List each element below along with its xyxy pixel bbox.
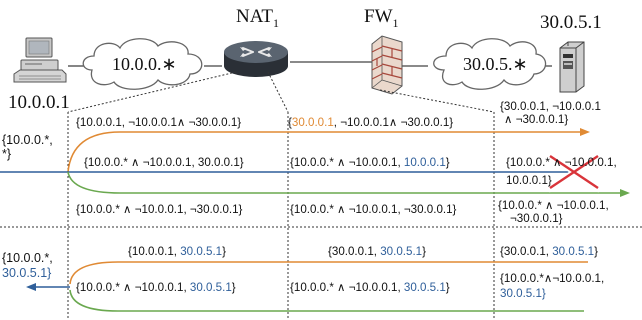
orange-return-col3-label: {30.0.0.1, 30.0.5.1} bbox=[500, 245, 598, 258]
drop-cross-icon bbox=[546, 151, 602, 193]
blue-arrow-head bbox=[26, 283, 36, 291]
green-col1-label: {10.0.0.* ∧ ¬10.0.0.1, ¬30.0.0.1} bbox=[76, 203, 243, 216]
output-header-label: {10.0.0.*, 30.0.5.1} bbox=[2, 252, 53, 280]
firewall-icon bbox=[371, 35, 403, 95]
green-return-path-line bbox=[69, 289, 584, 312]
orange-col1-label: {10.0.0.1, ¬10.0.0.1∧ ¬30.0.0.1} bbox=[76, 116, 242, 129]
server-ip-label: 30.0.5.1 bbox=[540, 12, 602, 33]
green-arrow-head bbox=[620, 189, 630, 197]
green-return-col3-label: {10.0.0.*∧¬10.0.0.1, 30.0.5.1} bbox=[500, 272, 605, 300]
computer-icon bbox=[13, 37, 67, 83]
blue-col2-label: {10.0.0.* ∧ ¬10.0.0.1, 10.0.0.1} bbox=[290, 156, 450, 169]
blue-col1-label: {10.0.0.* ∧ ¬10.0.0.1, 30.0.0.1} bbox=[84, 156, 244, 169]
guide-line bbox=[67, 71, 237, 113]
input-label-line1: {10.0.0.*, bbox=[2, 133, 53, 147]
left-cloud-label: 10.0.0.∗ bbox=[112, 54, 177, 74]
cloud-icon bbox=[433, 38, 547, 90]
guide-line bbox=[379, 89, 495, 113]
blue-col3-label: {10.0.0.* ∧ ¬10.0.0.1, 10.0.0.1} bbox=[506, 156, 617, 187]
orange-return-path-line bbox=[69, 261, 588, 285]
cloud-icon bbox=[82, 38, 203, 90]
output-label-line1: {10.0.0.*, bbox=[2, 251, 53, 265]
orange-col3-label: {30.0.0.1, ¬10.0.0.1 ∧ ¬30.0.0.1} bbox=[500, 100, 601, 126]
firewall-label: FW1 bbox=[364, 6, 399, 30]
guide-line bbox=[267, 71, 289, 113]
orange-path-line bbox=[67, 131, 582, 173]
green-return-col1-label: {10.0.0.* ∧ ¬10.0.0.1, 30.0.5.1} bbox=[76, 281, 236, 294]
green-col2-label: {10.0.0.* ∧ ¬10.0.0.1, ¬30.0.0.1} bbox=[290, 203, 457, 216]
nat-label: NAT1 bbox=[236, 6, 279, 30]
input-header-label: {10.0.0.*, *} bbox=[2, 134, 53, 161]
green-path-line bbox=[67, 171, 622, 194]
host-ip-label: 10.0.0.1 bbox=[8, 92, 70, 113]
orange-return-col1-label: {10.0.0.1, 30.0.5.1} bbox=[128, 245, 226, 258]
right-cloud-label: 30.0.5.∗ bbox=[463, 54, 528, 74]
server-icon bbox=[559, 41, 585, 93]
output-label-line2: 30.0.5.1} bbox=[2, 266, 52, 280]
green-return-col2-label: {10.0.0.* ∧ ¬10.0.0.1, 30.0.5.1} bbox=[290, 281, 450, 294]
router-icon bbox=[224, 41, 288, 77]
orange-arrow-head bbox=[580, 128, 590, 136]
orange-col2-label: {30.0.0.1, ¬10.0.0.1∧ ¬30.0.0.1} bbox=[288, 116, 454, 129]
input-label-line2: *} bbox=[2, 147, 12, 161]
orange-return-col2-label: {30.0.0.1, 30.0.5.1} bbox=[328, 245, 426, 258]
green-col3-label: {10.0.0.* ∧ ¬10.0.0.1, ¬30.0.0.1} bbox=[498, 199, 609, 225]
